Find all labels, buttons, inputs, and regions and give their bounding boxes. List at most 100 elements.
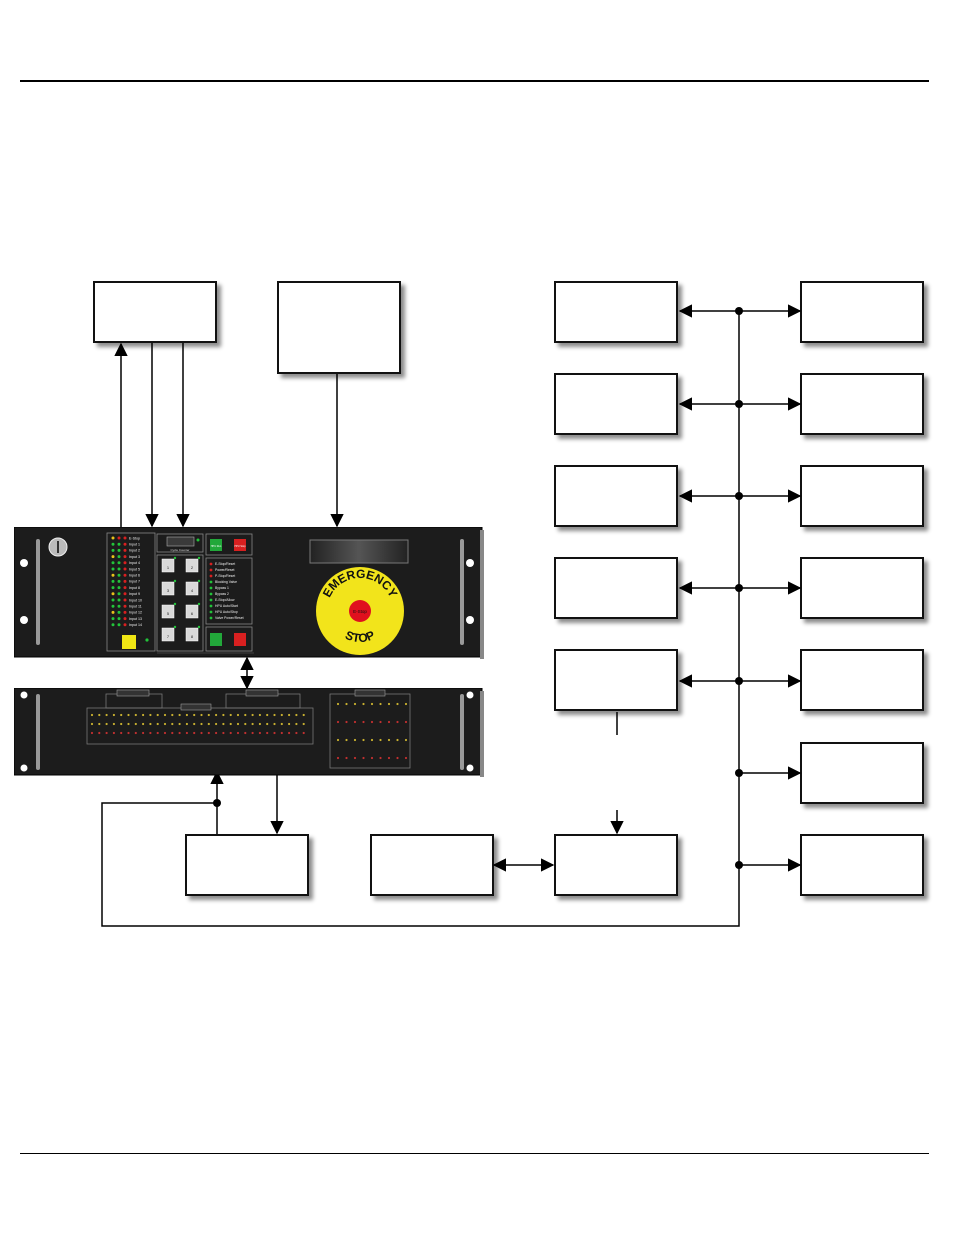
valve-button[interactable]: 4: [185, 579, 201, 596]
status-label: E-Stop/Allow: [215, 598, 235, 602]
hpu-run-button[interactable]: HPU Run: [210, 539, 222, 551]
valve-button-label: 7: [167, 634, 170, 639]
led-indicator: [197, 579, 201, 583]
status-led-list: E-Stop/ResetPower/ResetP-Stop/ResetBlock…: [209, 562, 244, 620]
led-indicator: [123, 610, 127, 614]
status-label: Bypass 1: [215, 586, 229, 590]
block-b6: [800, 742, 924, 804]
input-label: Input 5: [129, 567, 140, 571]
led-indicator: [123, 604, 127, 608]
led-indicator: [123, 617, 127, 621]
status-label: HPU Auto/Stop: [215, 610, 238, 614]
led-indicator: [117, 586, 121, 590]
status-led-row: Blocking Valve: [209, 580, 237, 584]
hpu-stop-button[interactable]: HPU Stop: [234, 539, 246, 551]
block-a6: [554, 834, 678, 896]
valve-button[interactable]: 1: [161, 556, 177, 573]
status-label: P-Stop/Reset: [215, 574, 235, 578]
led-indicator: [111, 592, 115, 596]
valve-button[interactable]: 3: [161, 579, 177, 596]
led-indicator: [117, 542, 121, 546]
led-indicator: [111, 542, 115, 546]
led-indicator: [209, 592, 213, 596]
ack-button[interactable]: [122, 635, 136, 649]
input-label: Input 7: [129, 580, 140, 584]
led-indicator: [209, 562, 213, 566]
led-indicator: [173, 556, 177, 560]
block-a4: [554, 557, 678, 619]
led-indicator: [209, 574, 213, 578]
led-indicator: [173, 602, 177, 606]
block-a5: [554, 649, 678, 711]
terminal-block-dots: [90, 702, 408, 760]
led-indicator: [123, 536, 127, 540]
valve-button[interactable]: 5: [161, 602, 177, 619]
led-indicator: [123, 598, 127, 602]
emergency-stop-button[interactable]: EMERGENCY STOP E-Stop: [316, 567, 404, 655]
valve-button-label: 1: [167, 565, 170, 570]
led-indicator: [117, 573, 121, 577]
block-b3: [800, 465, 924, 527]
led-indicator: [197, 602, 201, 606]
led-indicator: [209, 610, 213, 614]
valve-button[interactable]: 6: [185, 602, 201, 619]
input-led-row: Input 13: [111, 617, 142, 621]
input-led-row: Input 5: [111, 567, 140, 571]
input-label: Input 13: [129, 617, 142, 621]
led-indicator: [111, 617, 115, 621]
led-indicator: [123, 623, 127, 627]
led-indicator: [197, 556, 201, 560]
block-a1: [554, 281, 678, 343]
estop-button-label: E-Stop: [353, 609, 367, 614]
input-label: Input 11: [129, 605, 142, 609]
led-indicator: [117, 592, 121, 596]
status-label: Power/Reset: [215, 568, 234, 572]
block-b1: [800, 281, 924, 343]
status-label: Bypass 2: [215, 592, 229, 596]
block-io-device: [93, 281, 217, 343]
input-label: Input 4: [129, 561, 140, 565]
input-label: Input 3: [129, 555, 140, 559]
led-indicator: [117, 548, 121, 552]
input-label: Input 10: [129, 598, 142, 602]
led-indicator: [111, 610, 115, 614]
stop-label: STOP: [343, 628, 377, 645]
input-label: Input 6: [129, 574, 140, 578]
led-indicator: [111, 573, 115, 577]
valve-button[interactable]: 8: [185, 625, 201, 642]
status-label: Blocking Valve: [215, 580, 237, 584]
input-led-row: Input 7: [111, 579, 140, 584]
led-indicator: [111, 579, 115, 583]
valve-button-label: 8: [191, 634, 194, 639]
led-indicator: [123, 548, 127, 552]
hpu-stop-label: HPU Stop: [234, 545, 246, 548]
block-b4: [800, 557, 924, 619]
cycle-counter-label: Cycle Counter: [170, 548, 189, 552]
status-led-row: Valve Power/Reset: [209, 616, 244, 620]
valve-button[interactable]: 2: [185, 556, 201, 573]
led-indicator: [123, 542, 127, 546]
input-label: Input 12: [129, 611, 142, 615]
led-indicator: [173, 625, 177, 629]
led-indicator: [117, 617, 121, 621]
valve-button-label: 3: [167, 588, 170, 593]
display-window: [309, 539, 409, 564]
led-indicator: [173, 579, 177, 583]
status-led-row: E-Stop/Allow: [209, 598, 235, 602]
interface-unit: [14, 688, 484, 777]
mode-green-button[interactable]: [210, 633, 222, 646]
led-indicator: [209, 568, 213, 572]
led-indicator: [111, 567, 115, 571]
input-led-row: Input 1: [111, 542, 140, 547]
led-indicator: [117, 567, 121, 571]
led-indicator: [123, 561, 127, 565]
top-rule: [20, 80, 929, 82]
valve-button-label: 2: [191, 565, 194, 570]
input-led-row: Input 12: [111, 610, 142, 615]
led-indicator: [111, 586, 115, 590]
status-led-row: Bypass 2: [209, 592, 229, 596]
valve-button[interactable]: 7: [161, 625, 177, 642]
mode-red-button[interactable]: [234, 633, 246, 646]
